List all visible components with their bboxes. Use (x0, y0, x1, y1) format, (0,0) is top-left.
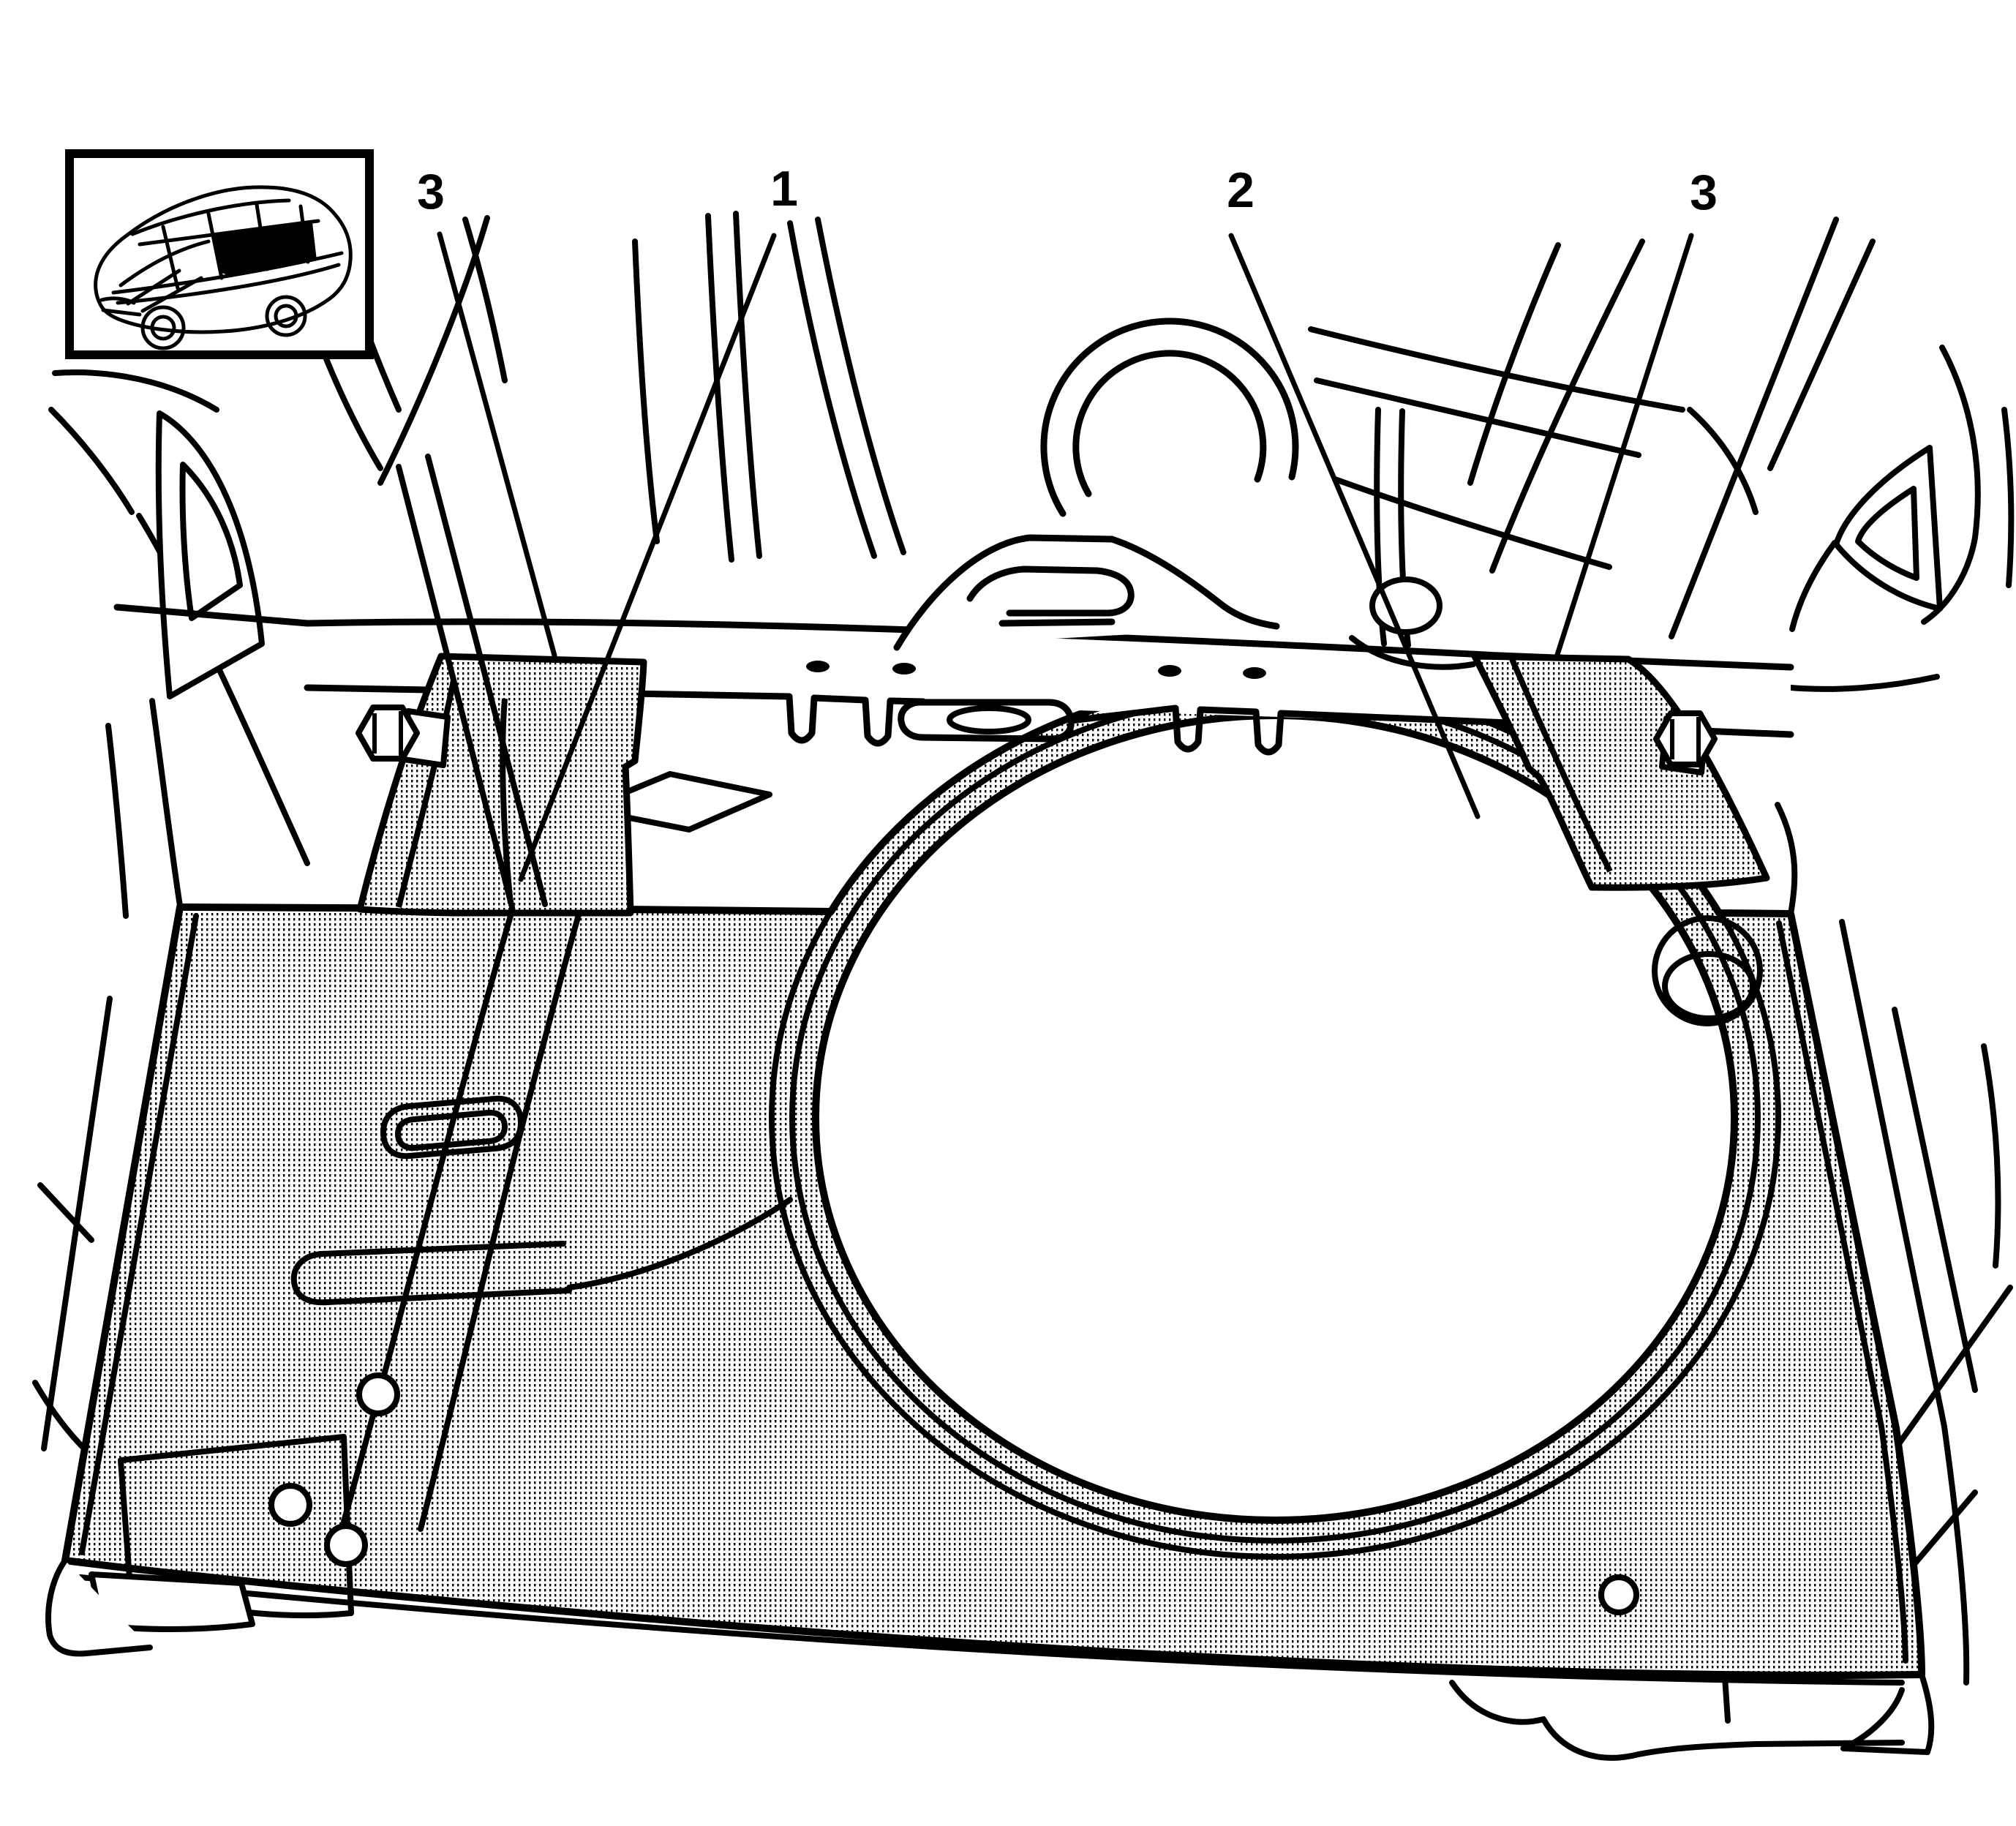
callout-label-3-left: 3 (417, 164, 445, 219)
main-panel (61, 676, 1925, 1686)
callout-leader-lines (437, 231, 1694, 882)
left-gusset-bracket (155, 410, 265, 699)
upper-tie-bar (113, 604, 1794, 756)
leader-line-1 (518, 233, 777, 882)
vehicle-location-inset (65, 149, 374, 359)
left-mount-bolt (356, 705, 451, 768)
leader-line-3-right (1554, 233, 1694, 660)
vehicle-body-thumbnail-icon (94, 185, 353, 350)
center-hump-bracket (893, 534, 1280, 651)
leader-line-3-left (437, 231, 557, 658)
lower-mount-tabs (45, 1558, 1935, 1761)
callout-label-2: 2 (1227, 162, 1255, 218)
leader-line-2 (1228, 233, 1481, 819)
cowl-opening-arcs (1040, 318, 1299, 517)
callout-label-3-right: 3 (1690, 165, 1718, 220)
brace-struts (396, 454, 548, 910)
panel-holes (268, 915, 1763, 1615)
vehicle-wheels (140, 295, 307, 350)
right-gusset-bracket (1833, 445, 1943, 612)
tie-bar-hole-dots (806, 661, 1266, 679)
right-mount-bolt (1653, 710, 1718, 775)
deck-fittings (582, 407, 1798, 917)
callout-label-1: 1 (770, 161, 798, 217)
vehicle-highlight-area (214, 222, 317, 276)
